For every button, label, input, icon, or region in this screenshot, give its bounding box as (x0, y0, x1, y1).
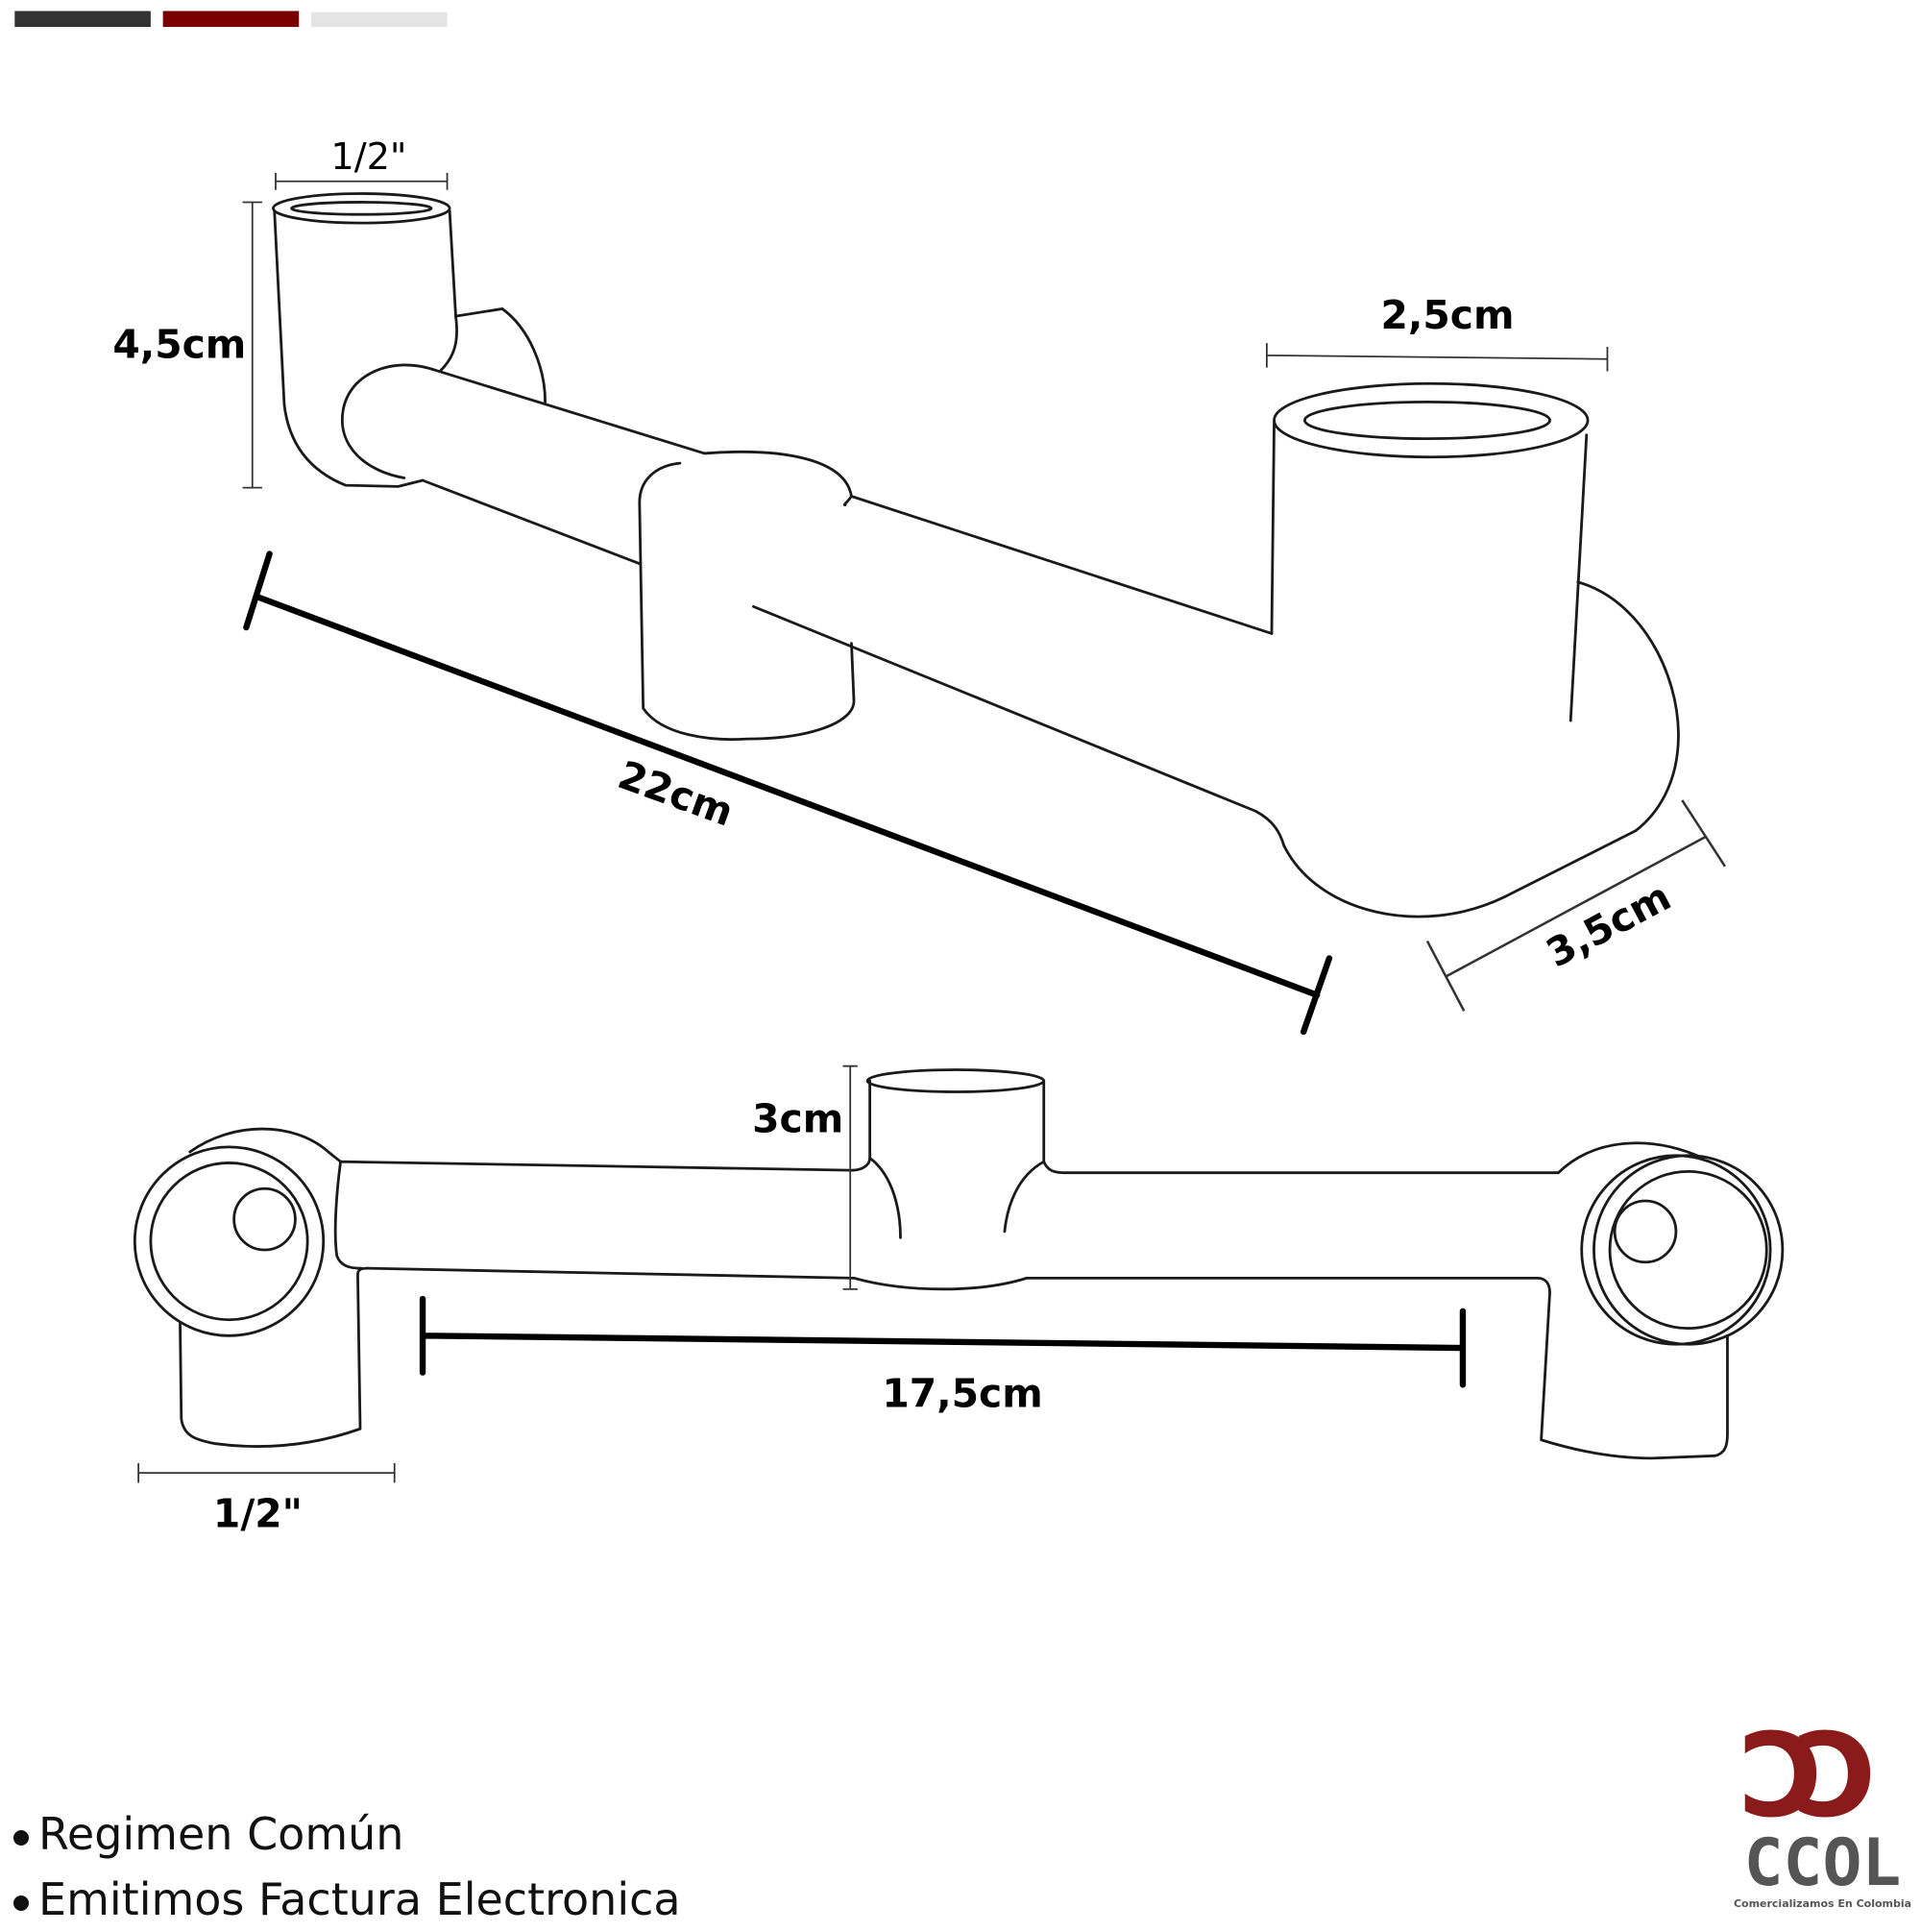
logo-tagline: Comercializamos En Colombia (1733, 1897, 1912, 1910)
dim-span-label: 17,5cm (882, 1370, 1042, 1416)
dim-length-label: 22cm (612, 751, 739, 835)
color-bar-light (310, 12, 448, 28)
top-view-drawing (272, 192, 1680, 918)
logo-mark: CC (1768, 1710, 1877, 1844)
logo-name: CCOL (1743, 1825, 1902, 1901)
bullet-item: Emitimos Factura Electronica (13, 1867, 681, 1932)
dim-tee-height-label: 3cm (752, 1096, 843, 1142)
dim-inlet-front-label: 1/2" (213, 1490, 303, 1536)
color-bar-dark (14, 11, 151, 28)
bullet-list: Regimen Común Emitimos Factura Electroni… (13, 1801, 681, 1932)
dim-inlet-label: 1/2" (330, 135, 406, 179)
top-view-dimensions (242, 172, 1726, 1036)
ccol-logo: CC CCOL Comercializamos En Colombia (1729, 1710, 1916, 1910)
color-bar-red (162, 11, 300, 28)
front-view-dimensions (137, 1064, 1467, 1483)
dim-height-label: 4,5cm (112, 321, 246, 367)
dim-outlet-label: 2,5cm (1381, 292, 1515, 338)
bullet-item: Regimen Común (13, 1801, 681, 1867)
front-view-drawing (133, 1068, 1785, 1460)
